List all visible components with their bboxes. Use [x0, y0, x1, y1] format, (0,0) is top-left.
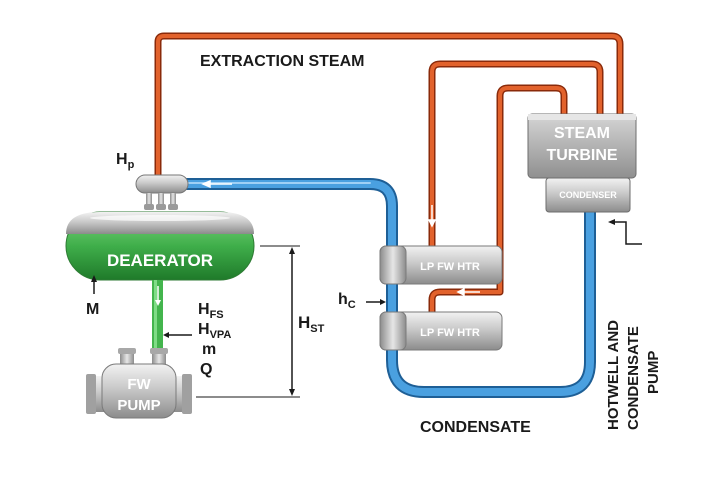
- hc-label-sub: C: [348, 299, 356, 311]
- hst-label-sub: ST: [310, 323, 324, 335]
- suction-parameters: HFS HVPA m Q: [163, 301, 231, 378]
- hotwell-label-line-2: CONDENSATE: [625, 326, 642, 430]
- hotwell-label-line-3: PUMP: [645, 351, 662, 394]
- hp-label-sub: p: [128, 159, 135, 171]
- hc-label-group: hC: [338, 291, 386, 311]
- m-upper-label-group: M: [86, 275, 99, 318]
- deaerator-vent-header: [135, 174, 189, 210]
- steam-turbine-label-turbine: TURBINE: [546, 147, 617, 164]
- hst-label-main: H: [298, 313, 310, 332]
- steam-turbine-label-steam: STEAM: [554, 125, 610, 142]
- lp-fw-heater-lower: [379, 311, 503, 351]
- condensate-lines: [180, 178, 596, 398]
- steam-flow-arrows: [427, 205, 480, 297]
- hotwell-label: HOTWELL AND CONDENSATE PUMP: [605, 320, 662, 430]
- condenser: [545, 177, 631, 213]
- fw-pump-body: [86, 348, 192, 419]
- fw-pump-label-pump: PUMP: [117, 397, 160, 414]
- svg-text:Hp: Hp: [116, 151, 135, 171]
- hc-label-main: h: [338, 291, 348, 308]
- hotwell-label-line-1: HOTWELL AND: [605, 320, 622, 430]
- mass-flow-label: m: [202, 341, 216, 358]
- q-label: Q: [200, 361, 212, 378]
- deaerator-tank: [65, 211, 255, 281]
- deaerator-suction-line: [152, 280, 163, 356]
- hotwell-pointer: [608, 219, 642, 245]
- svg-text:HFS: HFS: [198, 301, 224, 321]
- hp-label-main: H: [116, 151, 128, 168]
- hvpa-label-main: H: [198, 321, 210, 338]
- svg-text:HVPA: HVPA: [198, 321, 231, 341]
- m-upper-label: M: [86, 301, 99, 318]
- condensate-label: CONDENSATE: [420, 419, 531, 436]
- condensate-flow-arrow: [201, 179, 232, 189]
- hst-dimension: HST: [196, 245, 325, 398]
- hfs-label-sub: FS: [210, 309, 224, 321]
- svg-text:hC: hC: [338, 291, 356, 311]
- steam-turbine: [527, 113, 637, 179]
- lp-fw-heater-upper-label: LP FW HTR: [420, 261, 480, 273]
- extraction-steam-label: EXTRACTION STEAM: [200, 53, 364, 70]
- hp-label: Hp: [116, 151, 135, 171]
- hfs-label-main: H: [198, 301, 210, 318]
- svg-text:HST: HST: [298, 313, 325, 335]
- lp-fw-heater-lower-label: LP FW HTR: [420, 327, 480, 339]
- deaerator-label: DEAERATOR: [107, 251, 213, 270]
- hvpa-label-sub: VPA: [210, 329, 232, 341]
- extraction-steam-lines: [154, 32, 624, 320]
- condenser-label: CONDENSER: [559, 190, 617, 200]
- lp-fw-heater-upper: [379, 245, 503, 285]
- fw-pump-label-fw: FW: [127, 376, 151, 393]
